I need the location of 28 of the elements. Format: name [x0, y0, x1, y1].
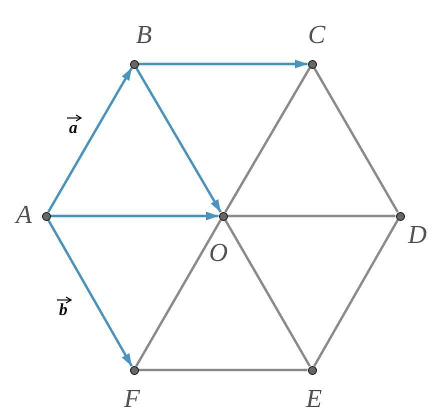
point-dot — [308, 366, 316, 374]
line-segment — [224, 219, 311, 367]
point-label: E — [306, 386, 322, 412]
line-segment — [228, 214, 396, 218]
line-segment — [313, 67, 399, 213]
point-label: O — [209, 240, 228, 266]
edge-label: b — [59, 301, 68, 318]
vector-arrow — [135, 67, 222, 213]
vector-arrow — [47, 67, 133, 213]
vector-arrow — [47, 219, 133, 367]
point-dot — [130, 60, 138, 68]
point-label: A — [16, 202, 32, 228]
point-label: D — [408, 222, 427, 248]
line-segment — [138, 368, 308, 372]
line-segment — [224, 67, 311, 213]
vector-arrow — [138, 60, 308, 68]
vector-arrow — [50, 212, 218, 220]
line-segment — [313, 219, 399, 367]
edge-label: a — [69, 119, 78, 136]
point-label: C — [308, 22, 326, 48]
point-label: F — [124, 386, 140, 412]
point-dot — [396, 212, 404, 220]
point-label: B — [136, 22, 152, 48]
point-dot — [308, 60, 316, 68]
point-dot — [218, 212, 228, 220]
line-segment — [135, 219, 222, 367]
point-dot — [130, 366, 138, 374]
point-dot — [42, 212, 50, 220]
